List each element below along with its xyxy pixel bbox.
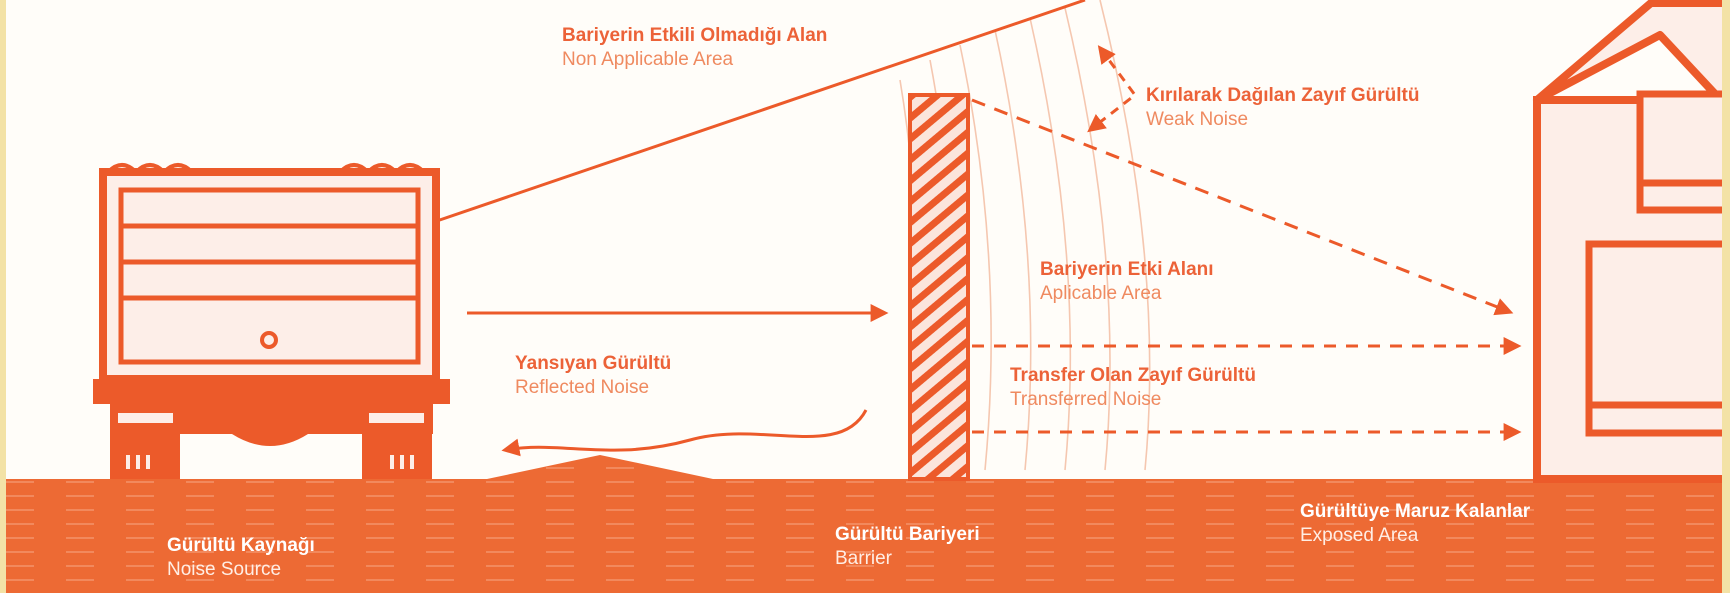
label-exposed-en: Exposed Area [1300, 524, 1419, 546]
label-applicable-area: Bariyerin Etki Alanı Aplicable Area [1040, 258, 1214, 306]
boundary-line [424, 0, 1086, 227]
label-barrier-tr: Gürültü Bariyeri [835, 524, 980, 545]
noise-barrier-icon [908, 93, 970, 481]
truck-icon [93, 163, 450, 479]
label-applicable-tr: Bariyerin Etki Alanı [1040, 259, 1214, 280]
label-non-applicable-area: Bariyerin Etkili Olmadığı Alan Non Appli… [562, 24, 827, 72]
label-reflected-en: Reflected Noise [515, 376, 650, 398]
label-source-en: Noise Source [167, 558, 282, 580]
label-weak-noise-en: Weak Noise [1146, 108, 1249, 130]
label-transferred-tr: Transfer Olan Zayıf Gürültü [1010, 365, 1256, 386]
label-reflected-noise: Yansıyan Gürültü Reflected Noise [515, 352, 671, 400]
label-applicable-en: Aplicable Area [1040, 282, 1162, 304]
label-exposed-area: Gürültüye Maruz Kalanlar Exposed Area [1300, 500, 1530, 548]
label-weak-noise-tr: Kırılarak Dağılan Zayıf Gürültü [1146, 85, 1420, 106]
label-barrier-en: Barrier [835, 547, 893, 569]
label-barrier: Gürültü Bariyeri Barrier [835, 523, 980, 571]
label-transferred-noise: Transfer Olan Zayıf Gürültü Transferred … [1010, 364, 1256, 412]
left-frame-strip [0, 0, 6, 593]
right-frame-strip [1722, 0, 1730, 593]
label-exposed-tr: Gürültüye Maruz Kalanlar [1300, 501, 1531, 522]
label-noise-source: Gürültü Kaynağı Noise Source [167, 534, 315, 582]
weak-noise-arrow [1087, 45, 1138, 133]
label-non-applicable-en: Non Applicable Area [562, 48, 734, 70]
reflected-noise-arrow [501, 409, 868, 457]
label-reflected-tr: Yansıyan Gürültü [515, 353, 672, 374]
label-source-tr: Gürültü Kaynağı [167, 535, 315, 556]
applicable-area-arrow [971, 98, 1514, 316]
label-non-applicable-tr: Bariyerin Etkili Olmadığı Alan [562, 25, 828, 46]
house-icon [1533, 0, 1730, 483]
label-transferred-en: Transferred Noise [1010, 388, 1162, 410]
label-weak-noise: Kırılarak Dağılan Zayıf Gürültü Weak Noi… [1146, 84, 1419, 132]
